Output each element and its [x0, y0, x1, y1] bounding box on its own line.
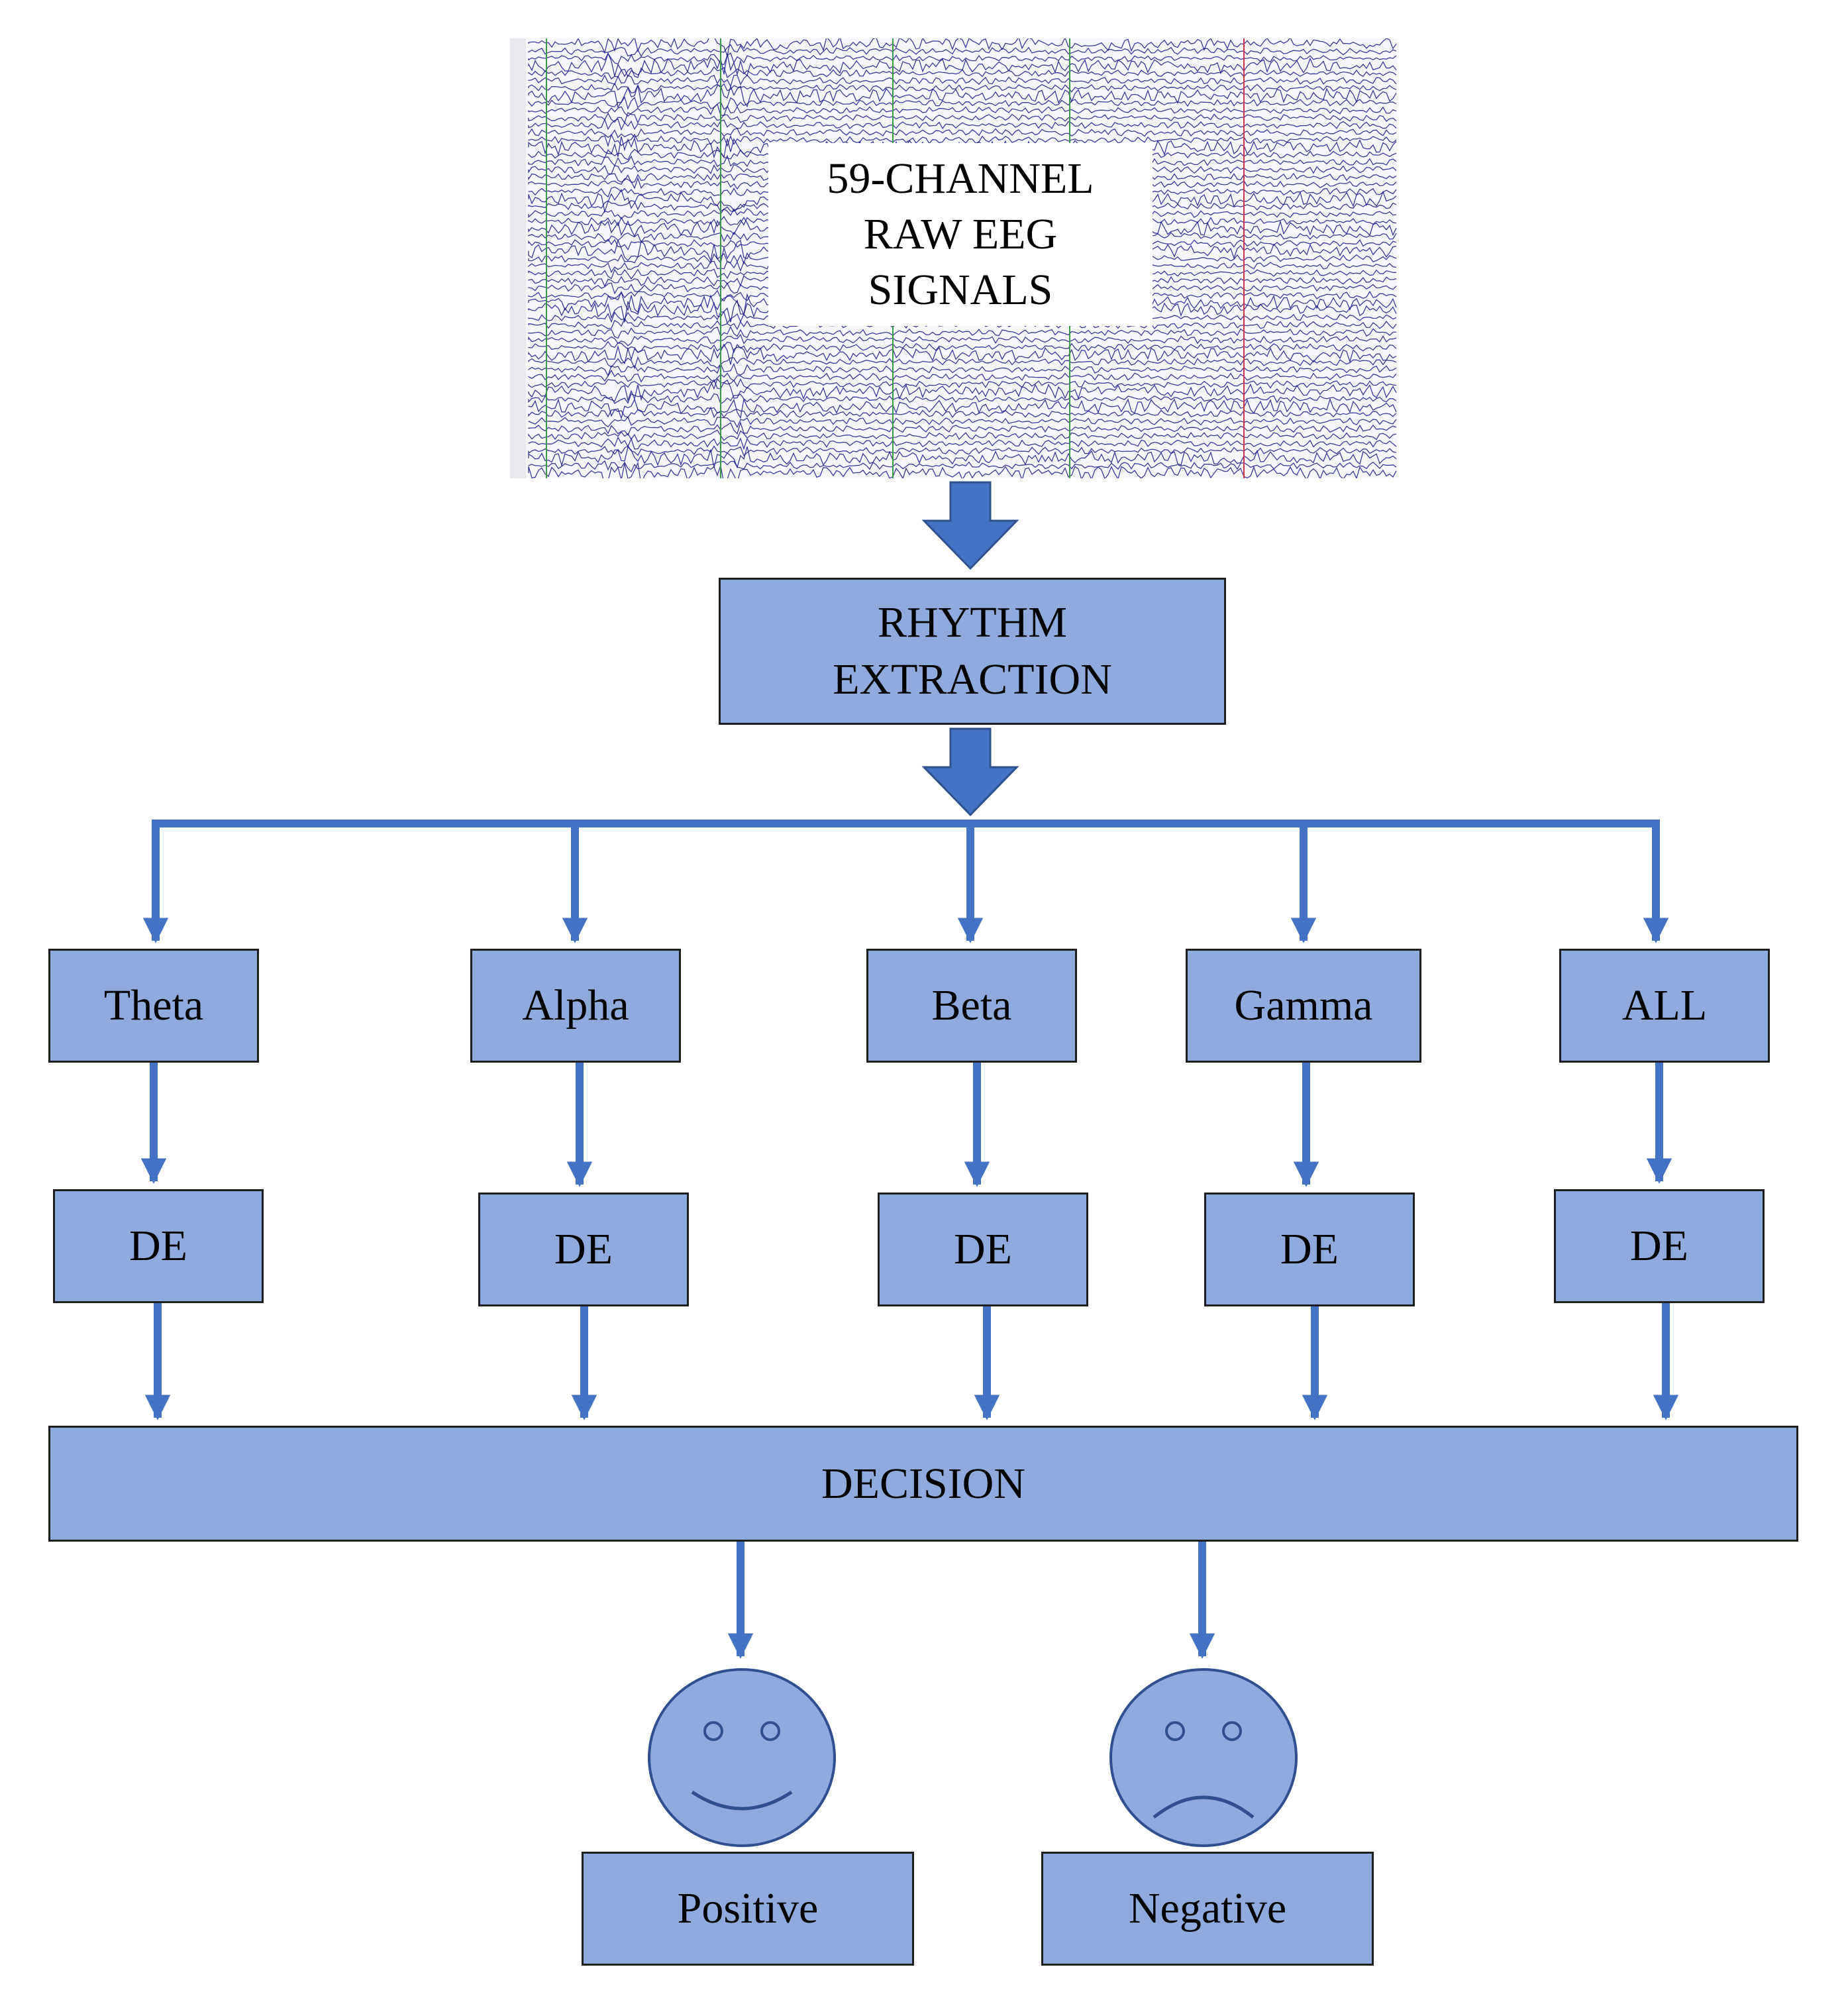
eeg-trace-line [528, 356, 1397, 370]
eeg-trace-line [528, 127, 1397, 138]
eeg-trace-line [528, 393, 1397, 405]
block-arrow-eeg-to-rhythm [921, 481, 1019, 570]
eeg-trace-line [528, 398, 1397, 420]
eeg-trace-line [528, 370, 1397, 383]
eeg-trace-line [528, 378, 1397, 390]
eeg-trace-line [528, 44, 1397, 57]
eeg-trace-line [528, 112, 1397, 124]
de-box-alpha: DE [478, 1192, 689, 1306]
band-box-all: ALL [1559, 949, 1770, 1063]
eeg-trace-line [528, 118, 1397, 131]
eeg-input-label: 59-CHANNEL RAW EEG SIGNALS [768, 143, 1153, 326]
eeg-trace-line [528, 378, 1397, 402]
eeg-trace-line [528, 326, 1397, 339]
de-box-all: DE [1554, 1189, 1765, 1303]
eeg-traces [510, 38, 1397, 478]
eeg-trace-line [528, 52, 1397, 78]
de-box-theta: DE [53, 1189, 264, 1303]
de-box-beta: DE [878, 1192, 1088, 1306]
eeg-trace-line [528, 460, 1397, 473]
output-box-negative: Negative [1041, 1852, 1374, 1966]
output-box-positive: Positive [582, 1852, 914, 1966]
eeg-trace-line [528, 416, 1397, 429]
eeg-trace-line [528, 85, 1397, 109]
band-box-theta: Theta [48, 949, 259, 1063]
eeg-trace-line [528, 82, 1397, 94]
eeg-trace-line [528, 436, 1397, 450]
band-box-beta: Beta [866, 949, 1077, 1063]
eeg-trace-line [528, 52, 1397, 66]
eeg-trace-line [528, 334, 1397, 346]
eeg-trace-line [528, 74, 1397, 87]
eeg-trace-line [528, 362, 1397, 377]
eeg-signal-image: 59-CHANNEL RAW EEG SIGNALS [510, 38, 1398, 478]
rhythm-extraction-box: RHYTHM EXTRACTION [719, 578, 1226, 725]
eeg-channel-label-strip [510, 38, 526, 478]
block-arrow-rhythm-to-bands [921, 727, 1019, 817]
eeg-trace-line [528, 66, 1397, 80]
eeg-trace-line [528, 446, 1397, 469]
decision-box: DECISION [48, 1426, 1798, 1542]
eeg-trace-line [528, 445, 1397, 456]
eeg-trace-line [528, 429, 1397, 443]
sad-face-icon [1109, 1668, 1298, 1847]
de-box-gamma: DE [1204, 1192, 1415, 1306]
eeg-trace-line [528, 133, 1397, 148]
eeg-trace-line [528, 421, 1397, 436]
eeg-trace-line [528, 461, 1397, 478]
eeg-trace-line [528, 38, 1397, 58]
eeg-trace-line [528, 343, 1397, 365]
eeg-trace-line [528, 406, 1397, 419]
band-box-alpha: Alpha [470, 949, 681, 1063]
smiley-face-icon [648, 1668, 836, 1847]
eeg-trace-line [528, 341, 1397, 354]
band-box-gamma: Gamma [1186, 949, 1421, 1063]
eeg-trace-line [528, 103, 1397, 117]
eeg-trace-line [528, 95, 1397, 111]
